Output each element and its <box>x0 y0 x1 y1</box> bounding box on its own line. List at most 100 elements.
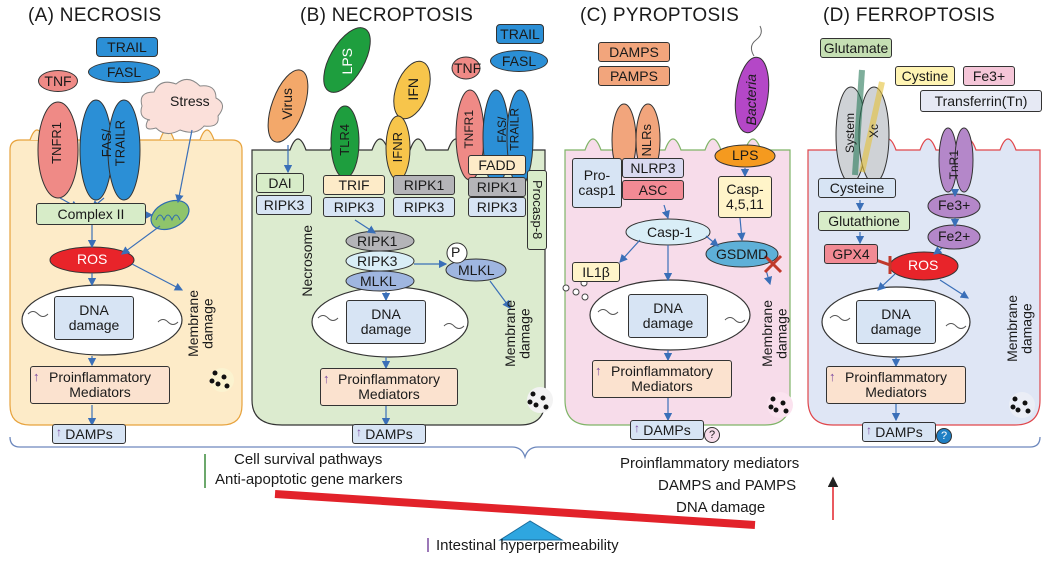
glutamate-box: Glutamate <box>820 38 892 58</box>
tnfr1-label-necrosis: TNFR1 <box>49 122 64 164</box>
ifn-label: IFN <box>405 78 421 101</box>
summary-brace <box>9 436 1041 460</box>
proinflammatory-box-pyroptosis: Proinflammatory Mediators <box>592 360 732 398</box>
damps-box-ferroptosis: DAMPs <box>862 422 936 442</box>
fe2-label: Fe2+ <box>938 228 971 244</box>
necrosome-label: Necrosome <box>299 225 315 297</box>
procasp8-box: Procasp-8 <box>527 170 547 250</box>
tnf-label-necroptosis: TNF <box>454 60 482 76</box>
transferrin-box: Transferrin(Tn) <box>920 90 1042 112</box>
glutamate-arrow-channel <box>852 69 865 176</box>
nlrp3-box: NLRP3 <box>622 158 684 178</box>
damage-dots <box>209 368 1035 418</box>
balance-fulcrum <box>498 520 564 541</box>
tnf-label-necrosis: TNF <box>38 70 78 92</box>
lps-label-necroptosis: LPS <box>339 48 355 75</box>
membrane-damage-label-pyroptosis: Membrane damage <box>759 300 790 367</box>
pathway-arrows <box>59 129 970 427</box>
proinflammatory-box-necrosis: Proinflammatory Mediators <box>30 366 170 404</box>
title-necroptosis: (B) NECROPTOSIS <box>300 5 474 26</box>
trif-box: TRIF <box>323 175 385 195</box>
pamps-box: PAMPS <box>598 66 670 86</box>
cell-survival-text: Cell survival pathways <box>234 451 383 468</box>
stress-label: Stress <box>170 93 210 109</box>
tnf-ligand-necroptosis <box>451 56 481 80</box>
gpx4-box: GPX4 <box>824 244 878 264</box>
up-arrow-damps-necrosis: ↑ <box>56 425 62 439</box>
ros-label-necrosis: ROS <box>77 251 108 267</box>
necrosome-ripk1: RIPK1 <box>357 233 398 249</box>
fas-trailr-label-necroptosis: FAS/ TRAILR <box>495 108 522 151</box>
up-arrow-damps-ferroptosis: ↑ <box>866 423 872 437</box>
ripk3-box-ifnr: RIPK3 <box>393 197 455 217</box>
damps-box-pyroptosis: DAMPs <box>630 420 704 440</box>
up-arrow-pro-ferroptosis: ↑ <box>829 369 836 384</box>
phosphate-label: P <box>451 244 461 260</box>
mlkl-label: MLKL <box>458 262 495 278</box>
bacteria-shape <box>734 56 770 134</box>
ripk3-box-dai: RIPK3 <box>256 195 312 215</box>
fadd-box: FADD <box>468 155 526 175</box>
procasp1-box: Pro- casp1 <box>572 158 622 208</box>
tnfr1-label-necroptosis: TNFR1 <box>462 110 476 149</box>
membrane-damage-label-ferroptosis: Membrane damage <box>1004 295 1035 362</box>
intestinal-hyperpermeability: Intestinal hyperpermeability <box>436 537 619 554</box>
damps-box-necroptosis: DAMPs <box>352 424 426 444</box>
tnfr1-receptor <box>37 101 79 199</box>
tlr4-label: TLR4 <box>337 124 352 156</box>
mlkl-free-shape <box>445 258 507 282</box>
ripk3-box-tnfr: RIPK3 <box>468 197 526 217</box>
dna-damage-box-ferroptosis: DNA damage <box>856 300 936 344</box>
fasl-label-necrosis: FASL <box>88 61 160 83</box>
membrane-damage-label-necroptosis: Membrane damage <box>502 300 533 367</box>
membrane-damage-label-necrosis: Membrane damage <box>185 290 216 357</box>
casp4511-box: Casp- 4,5,11 <box>718 176 772 218</box>
trail-label-necrosis: TRAIL <box>96 37 158 57</box>
up-arrow-pro-necroptosis: ↑ <box>323 371 330 386</box>
ripk3-box-trif: RIPK3 <box>323 197 385 217</box>
fe3-box-top: Fe3+ <box>963 66 1015 86</box>
dna-damage-summary: DNA damage <box>676 499 766 516</box>
balance-beam <box>274 490 756 529</box>
up-arrow-pro-pyroptosis: ↑ <box>595 363 602 378</box>
asc-box: ASC <box>622 180 684 200</box>
virus-ligand <box>267 69 309 143</box>
lps-label-pyroptosis: LPS <box>732 147 759 163</box>
complex2-box: Complex II <box>36 203 146 225</box>
damps-box-necrosis: DAMPs <box>52 424 126 444</box>
cystine-box: Cystine <box>895 66 955 86</box>
question-badge-ferroptosis: ? <box>936 428 952 444</box>
up-arrow-damps-pyroptosis: ↑ <box>634 421 640 435</box>
casp1-label: Casp-1 <box>647 224 693 240</box>
up-arrow-damps-necroptosis: ↑ <box>356 425 362 439</box>
tnr1-label: TnR1 <box>947 150 961 180</box>
trail-label-necroptosis: TRAIL <box>496 24 544 44</box>
question-badge-pyroptosis: ? <box>704 427 720 443</box>
system-label: System <box>843 113 857 154</box>
stress-cloud <box>140 79 223 134</box>
bacteria-flagellum <box>750 25 762 57</box>
il1b-box: IL1β <box>572 262 620 282</box>
bacteria-label: Bacteria <box>743 74 759 126</box>
ripk1-box-tnfr: RIPK1 <box>468 177 526 197</box>
damps-box-pyroptosis-top: DAMPS <box>598 42 670 62</box>
fe3-label: Fe3+ <box>938 197 971 213</box>
title-ferroptosis: (D) FERROPTOSIS <box>823 5 995 26</box>
proinflammatory-summary: Proinflammatory mediators <box>620 455 800 472</box>
xc-label: Xc <box>867 124 881 139</box>
virus-label: Virus <box>279 88 295 120</box>
tnr1-receptor-b <box>954 127 974 193</box>
proinflammatory-box-necroptosis: Proinflammatory Mediators <box>320 368 458 406</box>
mitochondrion-necrosis <box>150 199 190 231</box>
glutathione-box: Glutathione <box>818 211 910 231</box>
fas-trailr-receptor-b <box>107 99 141 201</box>
title-pyroptosis: (C) PYROPTOSIS <box>580 5 740 26</box>
dna-damage-box-necroptosis: DNA damage <box>346 300 426 344</box>
fas-trailr-label-necrosis: FAS/ TRAILR <box>99 120 128 167</box>
lps-pyroptosis-shape <box>714 144 776 168</box>
necrosome-mlkl: MLKL <box>360 273 397 289</box>
cystine-arrow-channel <box>859 81 885 173</box>
proinflammatory-box-ferroptosis: Proinflammatory Mediators <box>826 366 966 404</box>
lps-ligand-necroptosis <box>323 27 371 93</box>
dai-box: DAI <box>256 173 304 193</box>
